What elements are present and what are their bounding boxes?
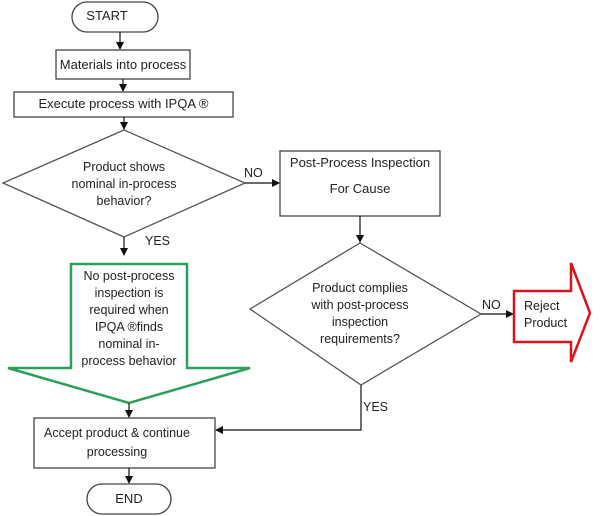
accept-line: processing	[86, 445, 148, 459]
decision1-line: behavior?	[96, 194, 152, 208]
reject-product-arrow	[512, 262, 592, 363]
reject-text: Reject Product	[524, 298, 584, 332]
decision2-text: Product complies with post-process inspe…	[290, 280, 430, 348]
decision2-line: with post-process	[311, 298, 409, 312]
decision2-line: requirements?	[320, 332, 400, 346]
decision1-line: nominal in-process	[71, 177, 177, 191]
decision1-text: Product shows nominal in-process behavio…	[44, 159, 204, 210]
no-inspection-note-text: No post-process inspection is required w…	[71, 268, 187, 370]
materials-box	[55, 49, 191, 80]
d1-yes-label: YES	[145, 234, 171, 248]
decision1-line: Product shows	[83, 160, 165, 174]
note-line: inspection is	[94, 286, 164, 300]
reject-line: Product	[524, 316, 568, 330]
d1-no-label: NO	[244, 166, 263, 180]
connector-d2-yes	[215, 385, 362, 434]
decision2-line: inspection	[331, 315, 389, 329]
start-terminal	[71, 1, 159, 33]
accept-text: Accept product & continue processing	[34, 424, 200, 462]
materials-label: Materials into process	[59, 57, 187, 72]
start-label: START	[86, 8, 128, 23]
no-inspection-note-arrow	[7, 262, 251, 405]
note-line: process behavior	[81, 354, 177, 368]
note-line: required when	[89, 303, 169, 317]
decision2-line: Product complies	[312, 281, 408, 295]
note-line: IPQA ®finds	[94, 320, 164, 334]
inspection-line: For Cause	[329, 181, 391, 196]
accept-line: Accept product & continue	[44, 426, 190, 440]
end-terminal	[86, 483, 172, 515]
d2-yes-label: YES	[363, 400, 389, 414]
note-line: nominal in-	[98, 337, 160, 351]
d2-no-label: NO	[482, 298, 501, 312]
end-label: END	[115, 491, 143, 506]
accept-box	[33, 417, 216, 469]
inspection-line: Post-Process Inspection	[289, 155, 431, 170]
reject-line: Reject	[524, 299, 560, 313]
note-line: No post-process	[83, 269, 175, 283]
execute-label: Execute process with IPQA ®	[38, 96, 209, 111]
inspection-text: Post-Process Inspection For Cause	[280, 154, 440, 198]
